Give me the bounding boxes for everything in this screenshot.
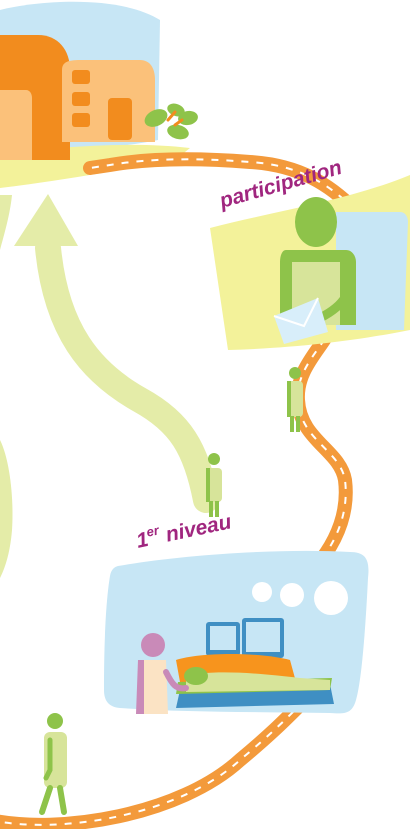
first-level-superscript: er — [145, 522, 161, 539]
first-level-word: niveau — [164, 510, 234, 546]
walking-person-icon — [42, 713, 67, 812]
upward-arrow — [14, 194, 206, 500]
monitor-icon — [206, 618, 284, 658]
window-light-1 — [252, 582, 272, 602]
hospital-scene — [104, 551, 368, 714]
window-light-2 — [280, 583, 304, 607]
window-light-3 — [314, 581, 348, 615]
left-arrow-lower — [0, 440, 13, 578]
left-arrow-upper — [0, 195, 12, 250]
